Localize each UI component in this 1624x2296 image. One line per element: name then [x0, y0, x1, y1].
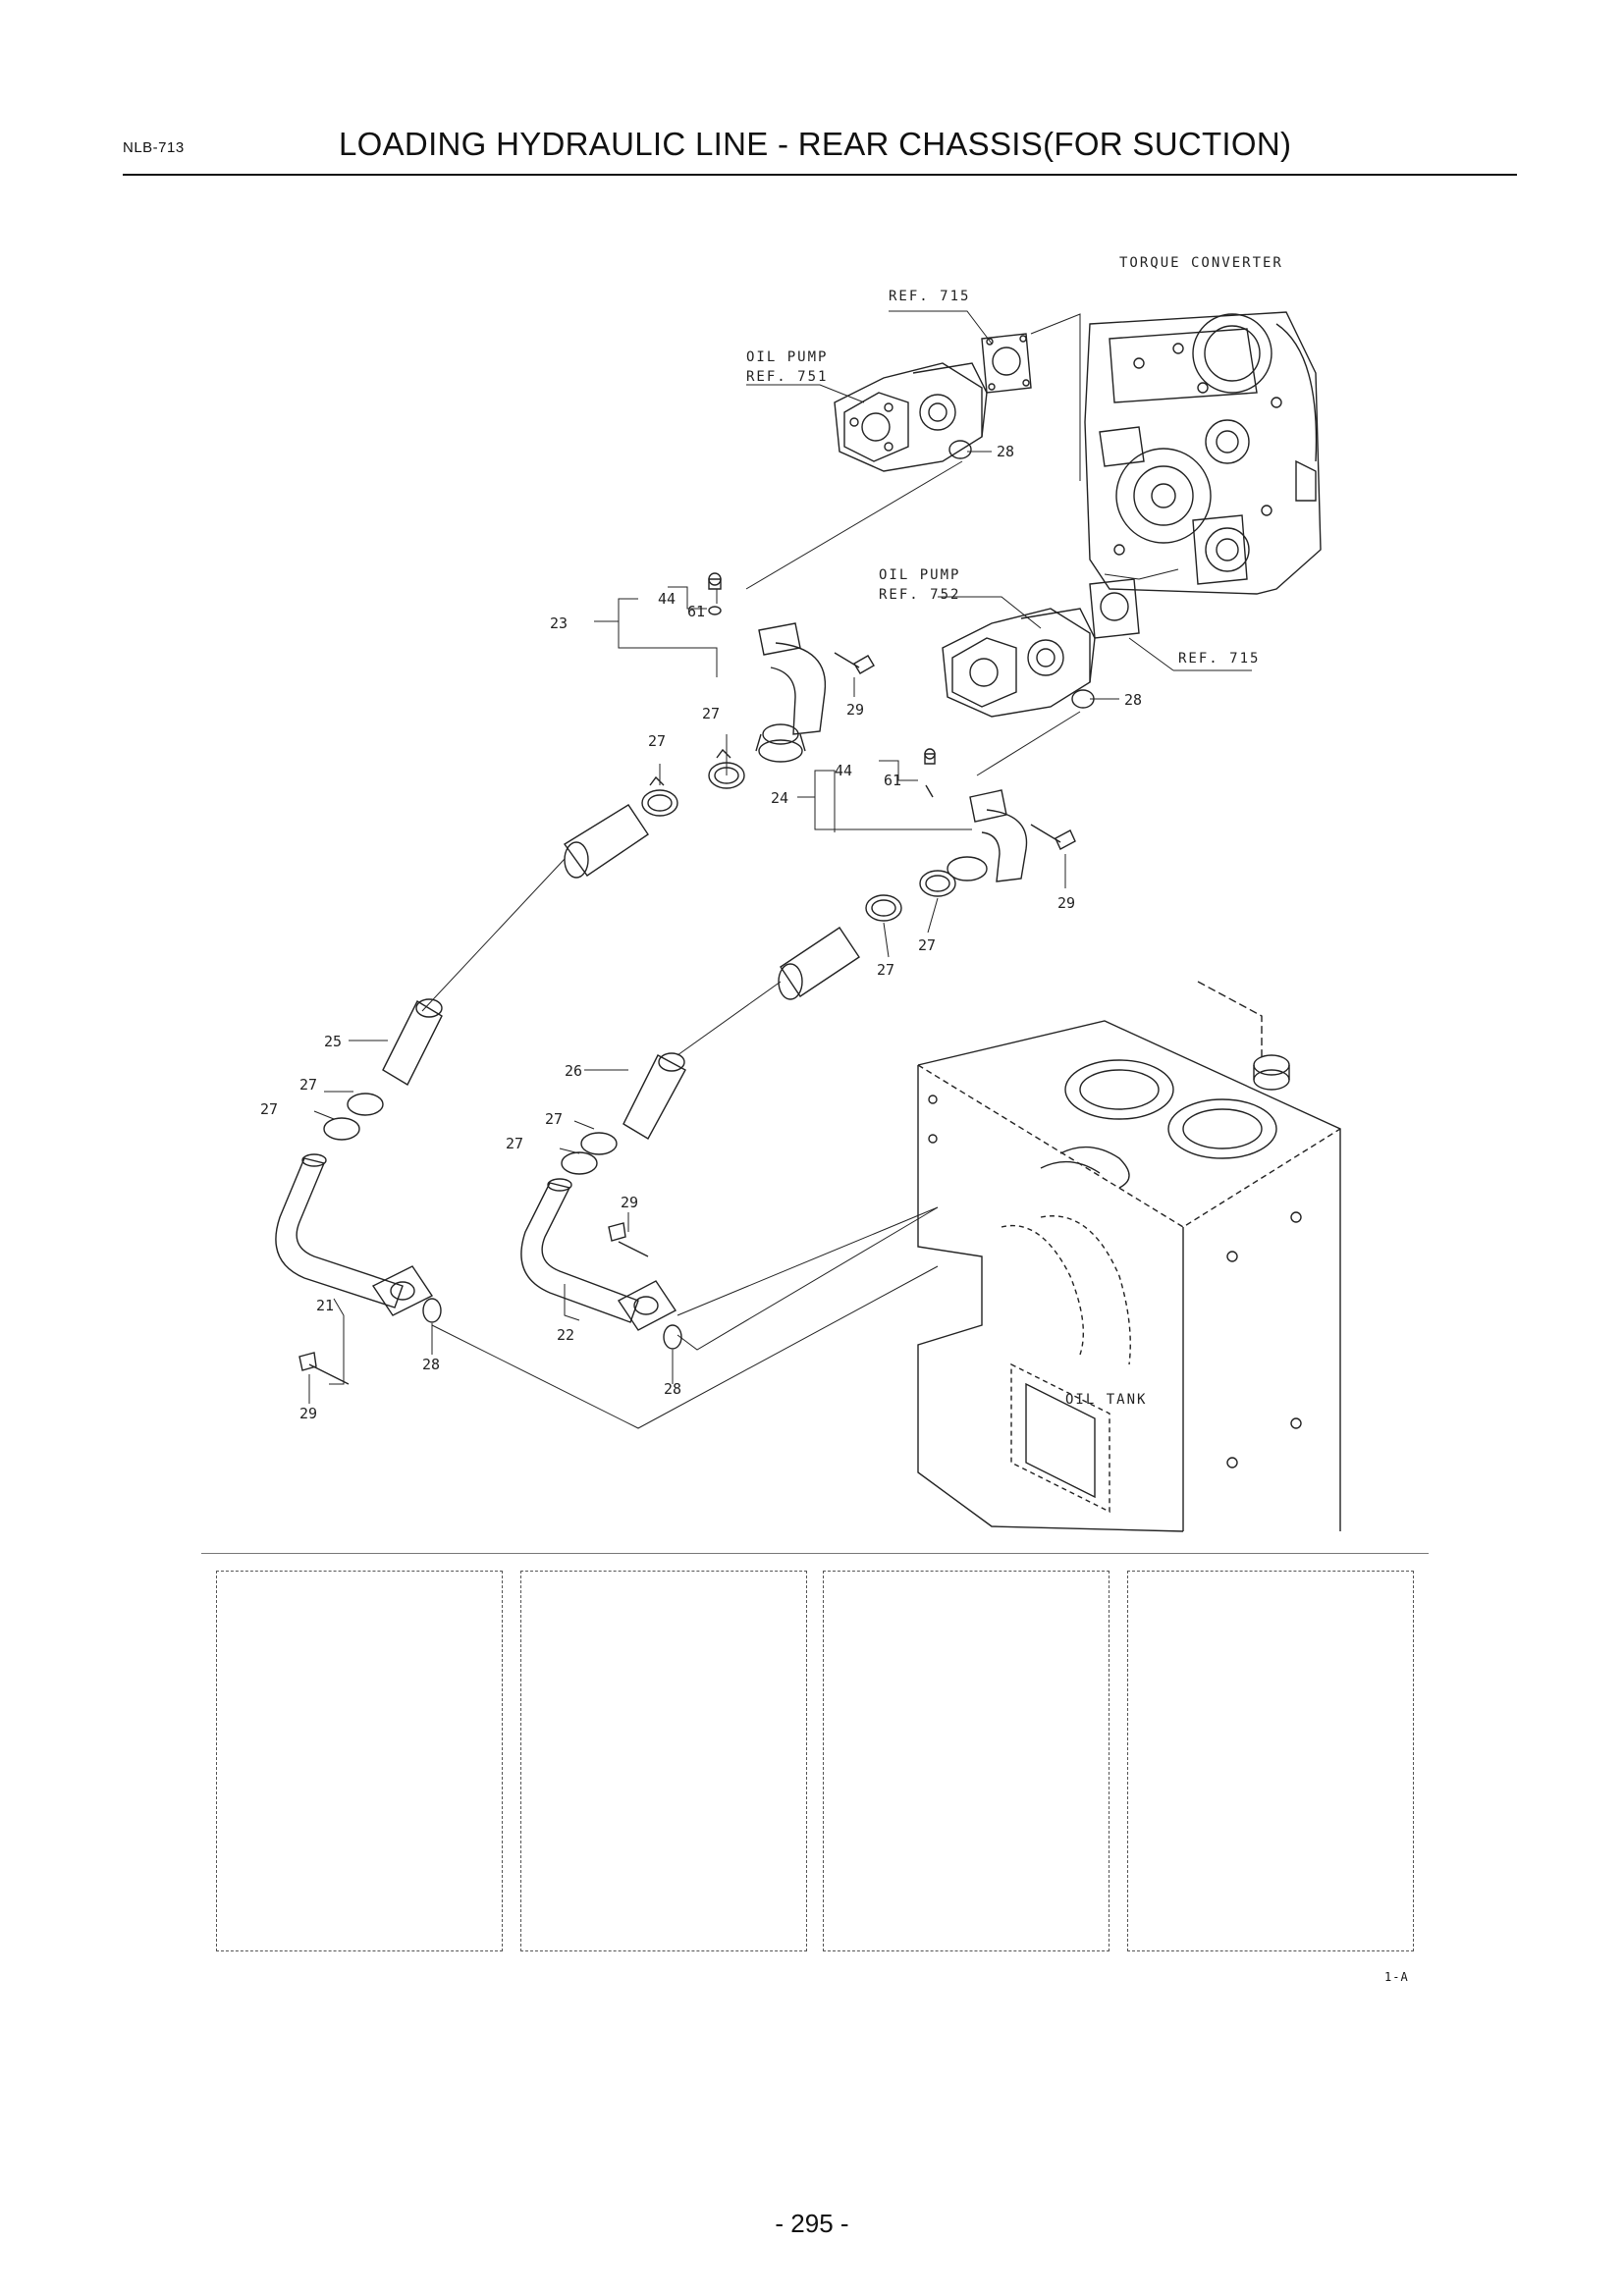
- oil-pump-751-drawing: [834, 333, 1032, 472]
- callout-28: 28: [422, 1356, 440, 1373]
- elbow-24-drawing: [924, 748, 1076, 882]
- callout-25: 25: [324, 1033, 342, 1050]
- callout-28: 28: [664, 1380, 681, 1398]
- label-torque-converter: TORQUE CONVERTER: [1119, 255, 1283, 271]
- callout-27: 27: [648, 732, 666, 750]
- label-oil-pump-top: OIL PUMP: [746, 349, 828, 365]
- callout-27: 27: [260, 1100, 278, 1118]
- label-oil-tank: OIL TANK: [1065, 1392, 1147, 1408]
- note-box: [520, 1571, 807, 1951]
- callout-61: 61: [884, 772, 901, 789]
- callout-23: 23: [550, 614, 568, 632]
- callout-28: 28: [1124, 691, 1142, 709]
- header-rule: [123, 174, 1517, 176]
- clamps-27-upper-drawing: [641, 748, 956, 922]
- callout-27: 27: [877, 961, 894, 979]
- oil-tank-drawing: [917, 981, 1341, 1532]
- parts-diagram: TORQUE CONVERTER REF. 715 OIL PUMP REF. …: [260, 255, 1341, 1532]
- pipe-21-drawing: [275, 1153, 442, 1385]
- callout-29: 29: [846, 701, 864, 719]
- callout-27: 27: [918, 936, 936, 954]
- callout-21: 21: [316, 1297, 334, 1314]
- label-ref-715-right: REF. 715: [1178, 651, 1260, 667]
- callout-44: 44: [835, 762, 852, 779]
- callout-44: 44: [658, 590, 676, 608]
- callout-24: 24: [771, 789, 788, 807]
- label-ref-715-top: REF. 715: [889, 289, 970, 304]
- clamps-27-lower-drawing: [323, 1093, 618, 1175]
- callout-27: 27: [702, 705, 720, 722]
- diagram-separator: [201, 1553, 1429, 1554]
- note-box: [216, 1571, 503, 1951]
- callout-28: 28: [997, 443, 1014, 460]
- oil-pump-752-drawing: [942, 578, 1140, 718]
- callout-27: 27: [299, 1076, 317, 1094]
- hose-upper-right-drawing: [778, 927, 860, 1000]
- label-ref-751: REF. 751: [746, 369, 828, 385]
- hose-26-drawing: [623, 1052, 686, 1140]
- callout-27: 27: [545, 1110, 563, 1128]
- note-box: [1127, 1571, 1414, 1951]
- page-title: LOADING HYDRAULIC LINE - REAR CHASSIS(FO…: [339, 126, 1292, 162]
- callout-29: 29: [299, 1405, 317, 1422]
- callout-29: 29: [621, 1194, 638, 1211]
- figure-reference: 1-A: [1384, 1970, 1409, 1984]
- elbow-23-drawing: [708, 572, 875, 763]
- callout-22: 22: [557, 1326, 574, 1344]
- torque-converter-drawing: [1084, 311, 1322, 595]
- pipe-22-drawing: [520, 1178, 682, 1350]
- callout-26: 26: [565, 1062, 582, 1080]
- note-box: [823, 1571, 1110, 1951]
- callout-27: 27: [506, 1135, 523, 1152]
- hose-25-drawing: [382, 998, 443, 1086]
- page-number: - 295 -: [775, 2209, 849, 2238]
- document-code: NLB-713: [123, 139, 185, 156]
- callout-29: 29: [1057, 894, 1075, 912]
- label-oil-pump-mid: OIL PUMP: [879, 567, 960, 583]
- callout-61: 61: [687, 603, 705, 620]
- leader-lines: [308, 310, 1252, 1429]
- hose-upper-left-drawing: [563, 804, 649, 879]
- label-ref-752: REF. 752: [879, 587, 960, 603]
